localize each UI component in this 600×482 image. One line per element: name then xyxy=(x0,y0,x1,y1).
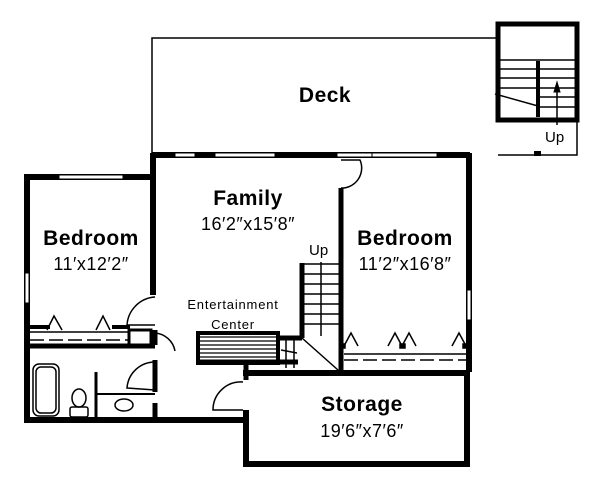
deck-stair-up-label: Up xyxy=(545,129,565,146)
family-room-label: Family xyxy=(213,187,283,210)
entertainment-center-label-line1: Entertainment xyxy=(187,297,279,312)
windows xyxy=(24,152,472,321)
deck-stair xyxy=(494,21,580,156)
deck-outline xyxy=(151,37,578,158)
interior-stair-up-label: Up xyxy=(309,242,329,259)
entertainment-center-unit xyxy=(196,331,280,365)
deck-label: Deck xyxy=(298,84,352,107)
left-closet xyxy=(30,314,153,348)
right-bedroom-label: Bedroom xyxy=(357,227,453,250)
left-bedroom-label: Bedroom xyxy=(43,227,139,250)
right-closet xyxy=(340,331,468,361)
left-bedroom-dimensions: 11′x12′2″ xyxy=(53,254,129,274)
interior-stair xyxy=(280,262,339,371)
family-room-dimensions: 16′2″x15′8″ xyxy=(200,214,296,234)
storage-dimensions: 19′6″x7′6″ xyxy=(320,421,404,441)
entertainment-center-label-line2: Center xyxy=(211,317,255,332)
door-swings xyxy=(126,159,363,411)
right-bedroom-dimensions: 11′2″x16′8″ xyxy=(358,254,452,274)
storage-label: Storage xyxy=(321,393,403,416)
bathroom-fixtures xyxy=(32,363,155,420)
